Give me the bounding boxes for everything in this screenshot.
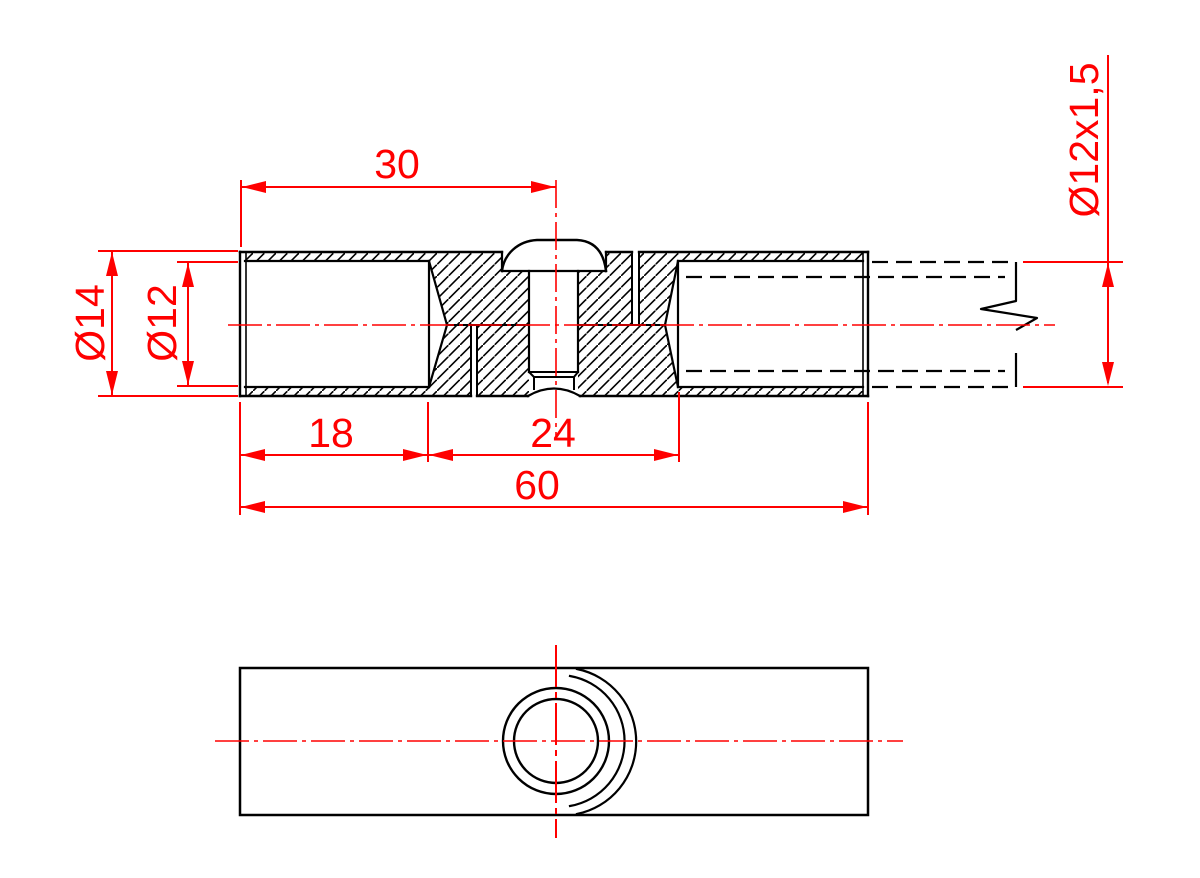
bottom-arc-notch <box>526 387 582 398</box>
dim-label-60: 60 <box>514 462 560 508</box>
hatch-lower-left-block <box>429 325 471 396</box>
screw-tip <box>527 370 580 379</box>
dimension-arrowheads <box>106 181 1114 513</box>
hatch-left-bottom-wall <box>245 387 429 396</box>
tube-break-zigzag <box>979 262 1039 331</box>
hatch-left-top-wall <box>245 252 429 261</box>
hatch-lower-mid-block <box>477 325 529 396</box>
dim-label-30: 30 <box>374 141 420 187</box>
hatch-upper-mid-block <box>578 252 632 325</box>
right-slit <box>631 251 640 326</box>
plan-recess-arc-outer <box>575 667 638 816</box>
hatch-right-top-wall <box>678 252 863 261</box>
inserted-tube <box>686 260 1039 389</box>
screw-shank-sides <box>527 269 580 374</box>
section-view: 30 Ø14 Ø12 18 24 60 Ø12x1,5 <box>67 55 1123 515</box>
dimension-labels: 30 Ø14 Ø12 18 24 60 Ø12x1,5 <box>67 63 1107 509</box>
bores <box>243 259 865 389</box>
hatch-lower-right-block <box>578 325 678 396</box>
hatch-upper-left-block <box>429 252 529 325</box>
hatch-right-bottom-wall <box>678 387 863 396</box>
section-centerlines <box>228 180 1055 437</box>
tube-dim-extensions <box>1023 261 1123 388</box>
dim-label-dia14: Ø14 <box>67 284 113 362</box>
section-hatching <box>245 252 863 396</box>
dim-label-tube-spec: Ø12x1,5 <box>1061 63 1107 218</box>
dim-label-dia12: Ø12 <box>139 284 185 362</box>
screw-head-dome <box>500 238 608 273</box>
bottom-dim-extensions <box>239 392 869 515</box>
left-slit <box>470 324 478 397</box>
dim14-extensions <box>98 250 238 397</box>
dim-label-24: 24 <box>530 410 576 456</box>
plan-view <box>215 645 903 838</box>
screw-hole-lower-walls <box>533 376 575 390</box>
screw-recess-walls <box>500 250 608 273</box>
dim-label-18: 18 <box>308 410 354 456</box>
right-bore-lines <box>676 259 865 389</box>
left-bore-lines <box>243 259 431 389</box>
plan-centerlines <box>215 645 903 838</box>
clamp-screw <box>500 238 608 398</box>
section-dimensions: 30 Ø14 Ø12 18 24 60 Ø12x1,5 <box>67 55 1123 515</box>
